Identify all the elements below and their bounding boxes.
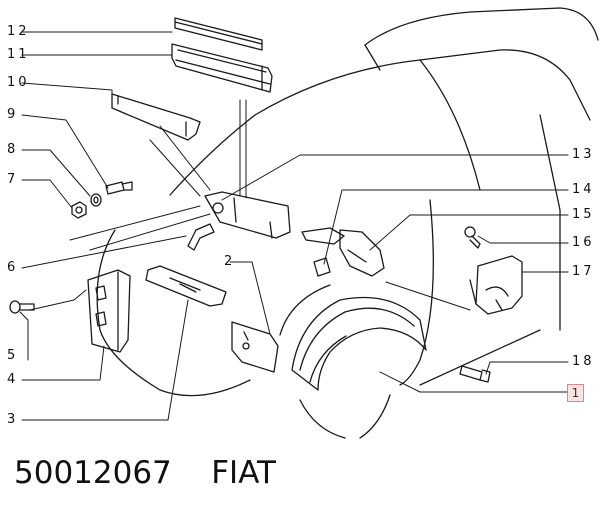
- part-15-shield: [339, 229, 385, 277]
- callout-label-2: 2: [224, 254, 236, 269]
- callout-label-1-highlighted[interactable]: 1: [567, 384, 584, 402]
- part-18-bolt: [459, 365, 491, 383]
- part-16-screw: [464, 226, 481, 249]
- part-9-bolt: [105, 181, 133, 195]
- callout-label-11: 11: [7, 47, 30, 62]
- callout-label-12: 12: [7, 24, 30, 39]
- part-7-nut: [71, 201, 87, 219]
- callout-label-5: 5: [7, 348, 19, 363]
- callout-label-14: 14: [572, 182, 595, 197]
- callout-label-18: 18: [572, 354, 595, 369]
- part-14-bracket: [301, 227, 345, 277]
- callout-label-3: 3: [7, 412, 19, 427]
- part-11-rail: [171, 43, 273, 93]
- brand-name: FIAT: [211, 455, 276, 491]
- part-12-rail: [174, 17, 263, 51]
- part-6-hook: [187, 223, 215, 251]
- callout-label-13: 13: [572, 147, 595, 162]
- callout-label-4: 4: [7, 372, 19, 387]
- part-3-strip: [145, 265, 227, 307]
- callout-label-8: 8: [7, 142, 19, 157]
- exploded-parts-diagram: [9, 7, 599, 439]
- part-1-wheel-arch-liner: [291, 296, 427, 391]
- part-8-washer: [90, 193, 102, 207]
- part-2-plate: [231, 321, 279, 373]
- vehicle-body-outline: [96, 7, 599, 439]
- callout-label-16: 16: [572, 235, 595, 250]
- part-13-bracket: [204, 191, 291, 239]
- callout-label-17: 17: [572, 264, 595, 279]
- callout-label-7: 7: [7, 172, 19, 187]
- part-4-plate: [87, 269, 131, 353]
- part-number: 50012067: [14, 455, 172, 491]
- callout-label-9: 9: [7, 107, 19, 122]
- leader-lines: [19, 31, 569, 421]
- part-10-bracket: [111, 93, 201, 141]
- part-17-bracket: [469, 255, 523, 315]
- callout-label-15: 15: [572, 207, 595, 222]
- part-5-screw: [9, 300, 35, 314]
- callout-label-6: 6: [7, 260, 19, 275]
- part-caption: 50012067 FIAT: [14, 455, 276, 491]
- callout-label-10: 10: [7, 75, 30, 90]
